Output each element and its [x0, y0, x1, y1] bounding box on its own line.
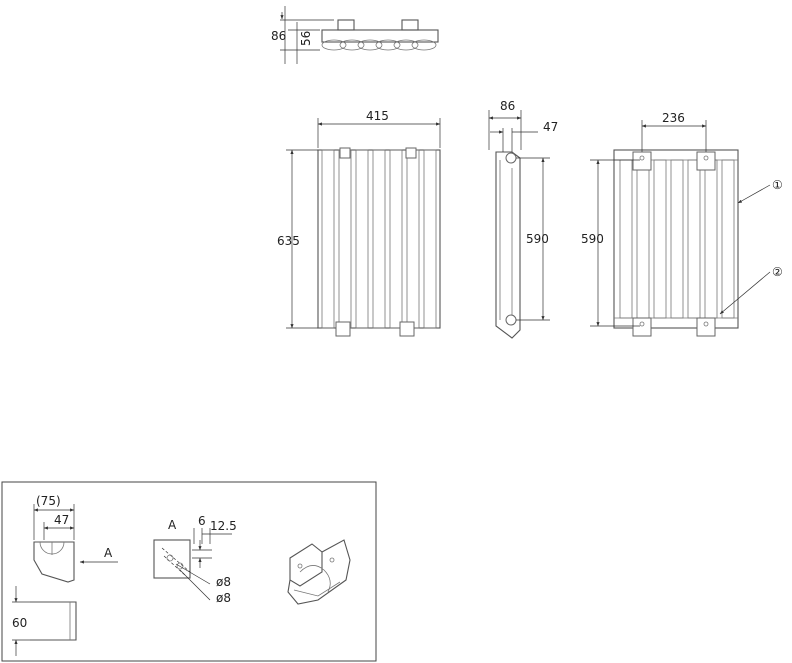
side-dim-height: 590 [526, 232, 549, 246]
bracket-dim-width: 47 [54, 513, 69, 527]
bracket-side: 60 [12, 586, 77, 656]
top-dim-body: 56 [299, 31, 313, 46]
bracket-dim-height: 60 [12, 616, 27, 630]
bracket-detail-panel: (75) 47 A 60 A 6 [1, 481, 377, 662]
top-view: 86 56 [271, 6, 439, 64]
callout-1: ① [772, 178, 783, 192]
bracket-dim-hole-spacing: 12.5 [210, 519, 237, 533]
bracket-dim-hole-offset: 6 [198, 514, 206, 528]
bracket-section-a: A 6 12.5 ø8 ø8 [153, 514, 237, 605]
bracket-dim-overall: (75) [36, 494, 61, 508]
rear-view: 236 590 ① ② [581, 111, 783, 337]
bracket-dim-hole-dia-2: ø8 [216, 591, 231, 605]
bracket-elevation: (75) 47 A [33, 494, 118, 583]
side-view: 86 47 590 [488, 99, 558, 339]
front-view: 415 635 [277, 109, 441, 337]
callout-2: ② [772, 265, 783, 279]
side-dim-offset: 47 [543, 120, 558, 134]
side-dim-depth: 86 [500, 99, 515, 113]
front-dim-width: 415 [366, 109, 389, 123]
bracket-isometric [287, 539, 351, 605]
bracket-arrow-label: A [104, 546, 113, 560]
section-mark: A [168, 518, 177, 532]
rear-dim-centers: 236 [662, 111, 685, 125]
top-dim-total: 86 [271, 29, 286, 43]
front-dim-height: 635 [277, 234, 300, 248]
rear-dim-height: 590 [581, 232, 604, 246]
bracket-dim-hole-dia-1: ø8 [216, 575, 231, 589]
